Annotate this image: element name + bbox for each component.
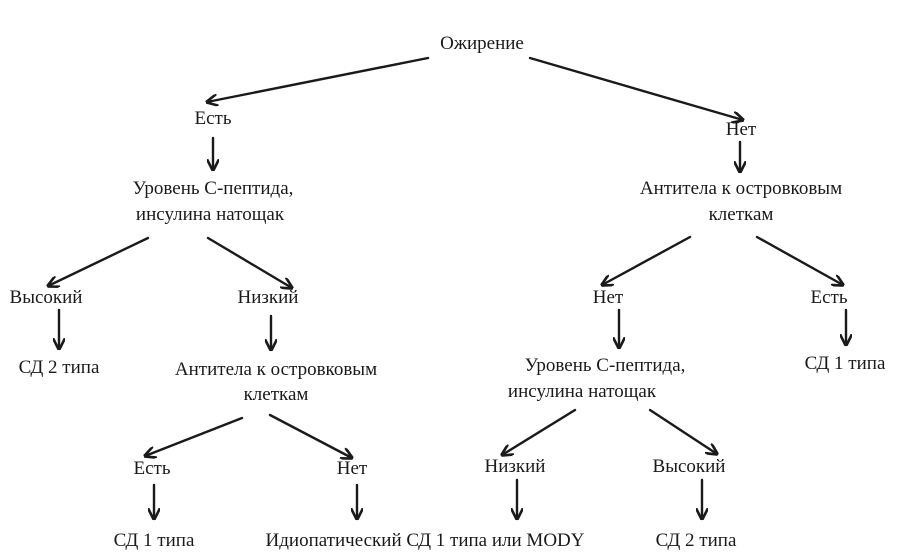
left-low-test-line-1: Антитела к островковым	[174, 359, 378, 380]
arrow-left-low-test-to-yes	[145, 416, 244, 456]
arrow-root-to-left-yes	[207, 56, 430, 102]
left-low-yes-result: СД 1 типа	[113, 530, 195, 551]
shared-result-idiopathic-mody: Идиопатический СД 1 типа или MODY	[265, 530, 585, 551]
left-branch-label-yes: Есть	[194, 108, 232, 129]
right-no-label: Нет	[592, 287, 624, 308]
right-no-test-line-2: инсулина натощак	[507, 381, 657, 402]
right-no-test-line-1: Уровень С-пептида,	[524, 355, 686, 376]
right-test-line-2: клеткам	[708, 204, 774, 225]
arrow-left-test-to-low	[206, 236, 292, 288]
left-low-no-label: Нет	[336, 458, 368, 479]
left-low-label: Низкий	[237, 287, 299, 308]
arrow-right-no-test-to-low	[502, 408, 577, 455]
right-no-low-label: Низкий	[484, 456, 546, 477]
left-test-line-1: Уровень С-пептида,	[132, 178, 294, 199]
right-yes-label: Есть	[810, 287, 848, 308]
arrow-right-test-to-yes	[755, 235, 843, 285]
arrow-root-to-right-no	[528, 56, 743, 120]
left-low-yes-label: Есть	[133, 458, 171, 479]
left-test-line-2: инсулина натощак	[135, 204, 285, 225]
left-low-test-line-2: клеткам	[243, 384, 309, 405]
right-test-line-1: Антитела к островковым	[639, 178, 843, 199]
right-no-high-result: СД 2 типа	[655, 530, 737, 551]
arrow-right-test-to-no	[602, 235, 692, 285]
root-obesity: Ожирение	[440, 33, 524, 54]
right-yes-result: СД 1 типа	[804, 353, 886, 374]
right-no-high-label: Высокий	[652, 456, 726, 477]
left-high-result: СД 2 типа	[18, 357, 100, 378]
arrow-left-test-to-high	[48, 236, 150, 286]
arrow-right-no-test-to-high	[648, 408, 717, 454]
arrow-left-low-test-to-no	[268, 413, 352, 458]
left-high-label: Высокий	[9, 287, 83, 308]
right-branch-label-no: Нет	[725, 119, 757, 140]
